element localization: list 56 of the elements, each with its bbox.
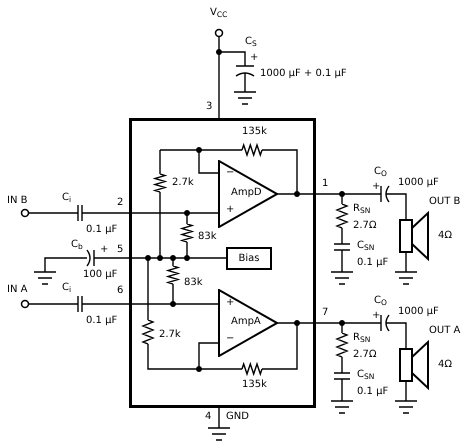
value-label: 2.7k [172, 178, 194, 188]
component-label: C$_{S}$ [245, 37, 257, 47]
value-label: 0.1 µF [86, 225, 118, 235]
value-label: 4Ω [438, 360, 452, 370]
bias-block [226, 247, 272, 270]
amplifier-symbol [218, 289, 278, 357]
pin-number: 1 [322, 179, 328, 189]
value-label: 2.7Ω [353, 221, 377, 231]
supply-label: V$_{CC}$ [210, 8, 228, 18]
block-label: Bias [238, 254, 260, 264]
value-label: 1000 µF [398, 178, 439, 188]
value-label: 2.7k [159, 330, 181, 340]
component-label: C$_{SN}$ [357, 370, 374, 380]
value-label: 2.7Ω [353, 350, 377, 360]
component-label: C$_{b}$ [71, 240, 83, 250]
component-label: R$_{SN}$ [353, 204, 370, 214]
value-label: 83k [198, 232, 217, 242]
component-label: C$_{O}$ [374, 296, 387, 306]
value-label: 135k [242, 127, 267, 137]
polarity-sign: + [372, 311, 380, 321]
value-label: 1000 µF [398, 307, 439, 317]
pin-number: 2 [117, 198, 124, 208]
pin-number: 4 [205, 412, 212, 422]
component-label: C$_{SN}$ [357, 241, 374, 251]
amplifier-label: AmpA [231, 317, 261, 327]
polarity-sign: + [372, 182, 380, 192]
value-label: 100 µF [83, 270, 118, 280]
amplifier-symbol [218, 160, 278, 228]
terminal-label: IN B [7, 196, 28, 206]
value-label: 135k [242, 380, 267, 390]
component-label: C$_{i}$ [62, 193, 72, 203]
value-label: 4Ω [438, 231, 452, 241]
value-label: 0.1 µF [357, 258, 388, 268]
pin-number: 7 [322, 308, 328, 318]
component-label: C$_{i}$ [62, 283, 72, 293]
terminal-label: GND [226, 412, 249, 422]
terminal-label: OUT B [429, 197, 460, 207]
value-label: 0.1 µF [86, 316, 118, 326]
pin-number: 5 [117, 245, 124, 255]
input-polarity-sign: − [226, 334, 234, 344]
value-label: 1000 µF + 0.1 µF [260, 69, 347, 79]
amplifier-label: AmpD [231, 188, 262, 198]
input-polarity-sign: + [226, 205, 234, 215]
polarity-sign: + [250, 53, 258, 63]
ic-package-outline [129, 118, 316, 408]
input-polarity-sign: + [226, 298, 234, 308]
component-label: R$_{SN}$ [353, 333, 370, 343]
value-label: 0.1 µF [357, 387, 388, 397]
value-label: 83k [184, 278, 203, 288]
component-label: C$_{O}$ [374, 167, 387, 177]
terminal-label: OUT A [429, 326, 460, 336]
terminal-label: IN A [7, 285, 28, 295]
input-polarity-sign: − [226, 168, 234, 178]
polarity-sign: + [100, 245, 108, 255]
pin-number: 3 [206, 102, 212, 112]
pin-number: 6 [117, 286, 124, 296]
